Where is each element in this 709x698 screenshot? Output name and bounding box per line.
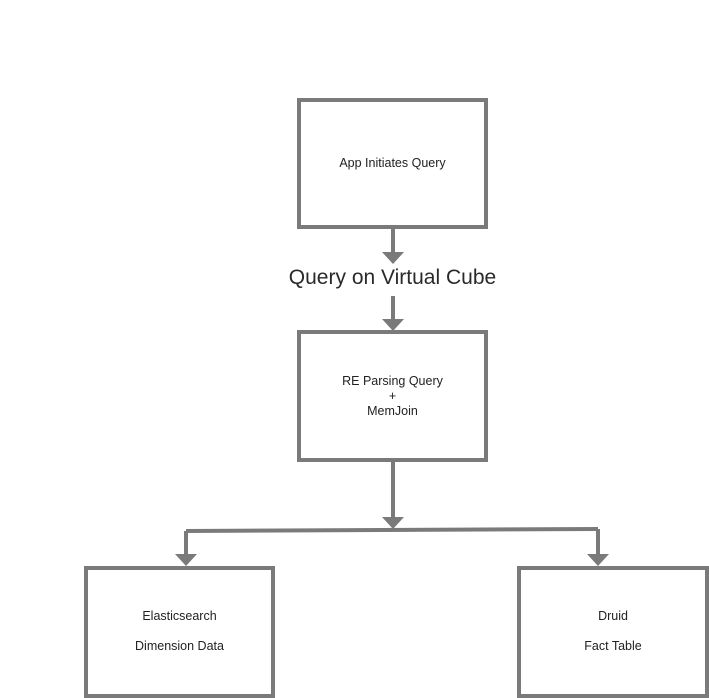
elasticsearch-node: Elasticsearch Dimension Data	[84, 566, 275, 698]
re-node-line3: MemJoin	[367, 403, 418, 418]
query-on-virtual-cube-label: Query on Virtual Cube	[288, 266, 497, 289]
re-node-plus: +	[388, 388, 397, 403]
arrowhead-to-druid	[587, 554, 609, 566]
arrowhead-to-re	[382, 319, 404, 331]
elasticsearch-node-title: Elasticsearch	[142, 608, 217, 623]
app-initiates-query-node: App Initiates Query	[297, 98, 488, 229]
re-node-line1: RE Parsing Query	[342, 373, 443, 388]
druid-node-title: Druid	[598, 608, 628, 623]
arrowhead-re-junction	[382, 517, 404, 529]
druid-node: Druid Fact Table	[517, 566, 709, 698]
connector-split-horizontal	[185, 527, 599, 533]
app-node-label: App Initiates Query	[339, 156, 446, 170]
re-parsing-query-node: RE Parsing Query + MemJoin	[297, 330, 488, 462]
elasticsearch-node-subtitle: Dimension Data	[135, 638, 224, 653]
druid-node-subtitle: Fact Table	[584, 638, 642, 653]
arrowhead-to-label	[382, 252, 404, 264]
arrowhead-to-elasticsearch	[175, 554, 197, 566]
